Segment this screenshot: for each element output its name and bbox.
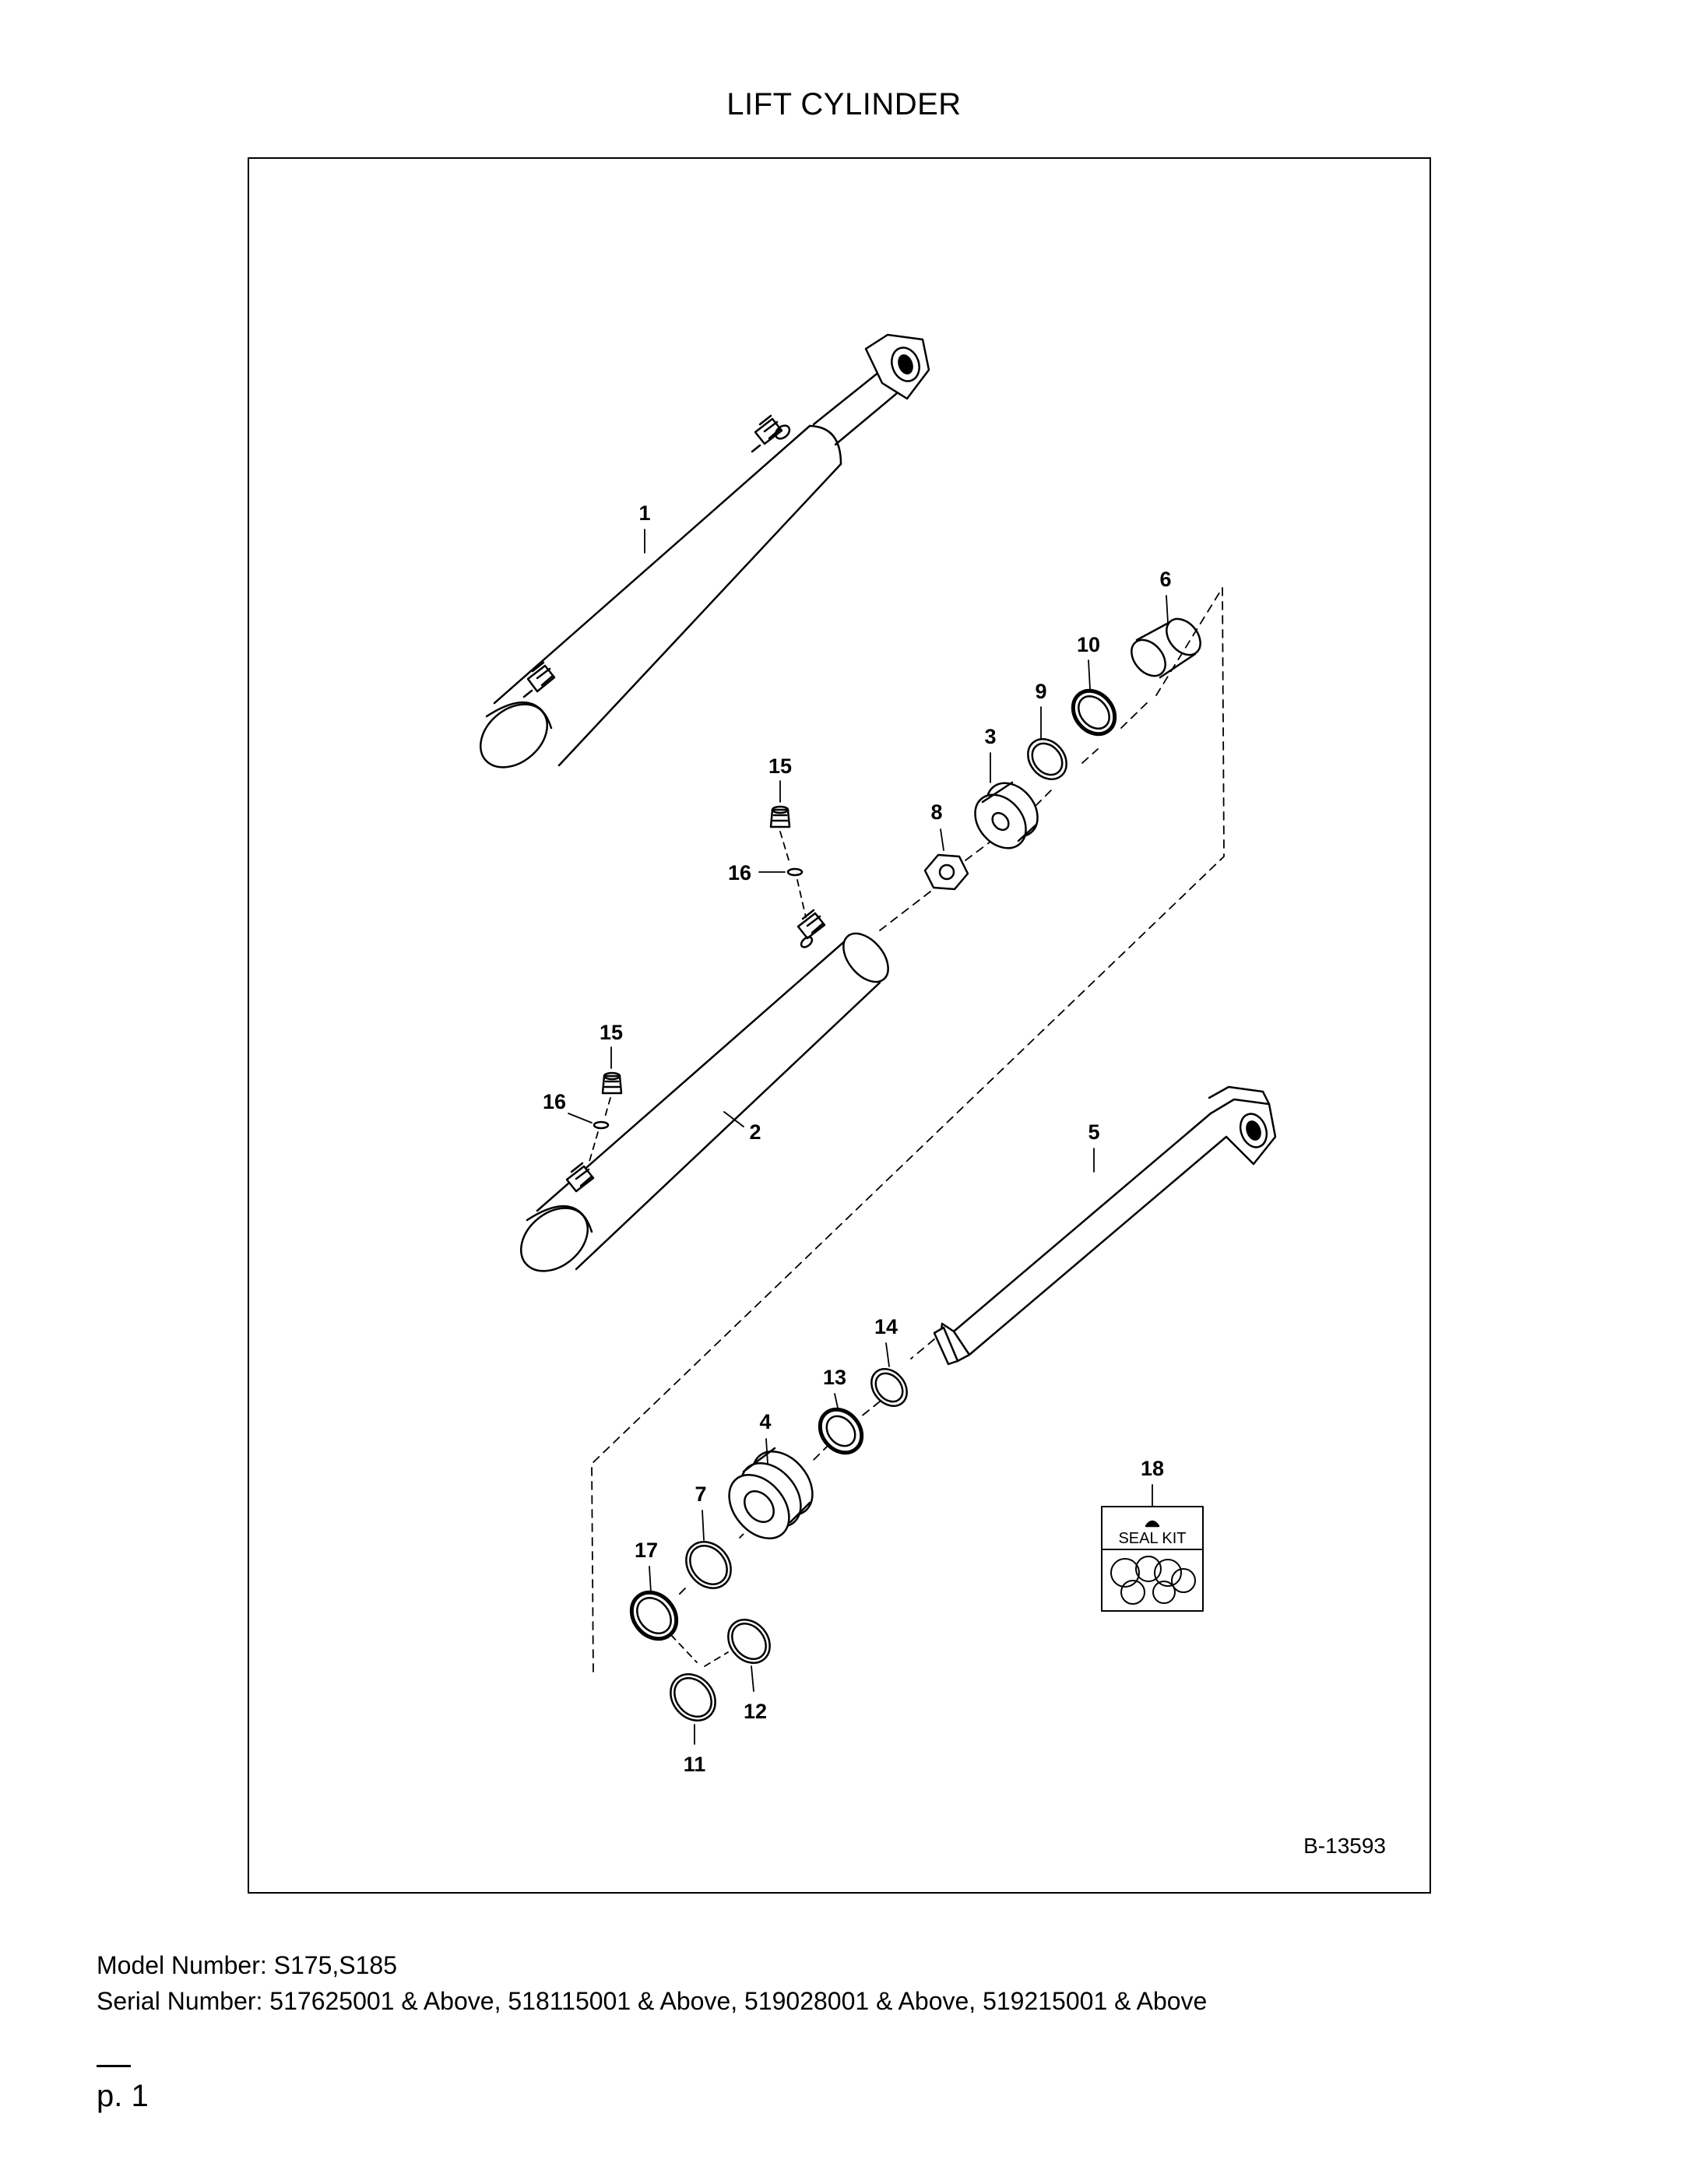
callout-18: 18 bbox=[1141, 1457, 1164, 1480]
part-11-ring bbox=[670, 1673, 716, 1722]
assembly-line-15-16-lower bbox=[588, 1097, 611, 1165]
leader-line-7 bbox=[702, 1510, 705, 1541]
leader-line-6 bbox=[1166, 595, 1169, 624]
leader-line-14 bbox=[885, 1342, 890, 1367]
part-4-gland bbox=[728, 1447, 814, 1540]
seal-kit-label: SEAL KIT bbox=[1118, 1530, 1186, 1547]
callout-12: 12 bbox=[744, 1700, 767, 1723]
part-10-seal bbox=[1071, 688, 1117, 737]
assembly-route-dashed bbox=[591, 587, 1225, 1675]
callout-1: 1 bbox=[638, 501, 650, 525]
part-16-o-ring-lower bbox=[593, 1120, 610, 1130]
diagram-frame bbox=[248, 157, 1431, 1894]
callout-15a: 15 bbox=[768, 754, 792, 778]
leader-line-10 bbox=[1088, 659, 1091, 690]
leader-line-2 bbox=[723, 1111, 744, 1127]
leader-line-17 bbox=[649, 1566, 652, 1593]
part-2-barrel bbox=[519, 909, 889, 1272]
assembly-axis-upper bbox=[879, 698, 1152, 931]
leader-line-13 bbox=[834, 1393, 839, 1409]
assembly-line-15-16-upper bbox=[779, 831, 807, 918]
drawing-code: B-13593 bbox=[1303, 1834, 1386, 1858]
callout-10: 10 bbox=[1077, 633, 1100, 656]
part-6-spacer bbox=[1131, 617, 1201, 679]
part-13-seal bbox=[818, 1407, 864, 1455]
part-9-ring bbox=[1027, 738, 1067, 780]
model-number: Model Number: S175,S185 bbox=[97, 1951, 397, 1979]
leader-line-12 bbox=[751, 1665, 754, 1692]
assembly-axis-lower bbox=[677, 1338, 935, 1597]
leader-line-16b bbox=[568, 1113, 593, 1124]
callout-16a: 16 bbox=[728, 861, 751, 885]
leader-line-4 bbox=[765, 1438, 768, 1465]
callout-15b: 15 bbox=[600, 1021, 623, 1044]
callout-8: 8 bbox=[930, 800, 942, 824]
page-title: LIFT CYLINDER bbox=[726, 87, 962, 121]
part-12-ring bbox=[727, 1619, 771, 1664]
callout-9: 9 bbox=[1035, 680, 1046, 703]
part-3-piston bbox=[974, 781, 1039, 849]
callout-14: 14 bbox=[874, 1315, 898, 1338]
leader-line-8 bbox=[940, 828, 944, 851]
callout-7: 7 bbox=[695, 1482, 706, 1506]
part-18-seal-kit: SEAL KIT bbox=[1101, 1506, 1204, 1612]
part-15-plug-upper bbox=[769, 805, 791, 828]
assembly-axis-11-12 bbox=[670, 1634, 729, 1667]
callout-13: 13 bbox=[823, 1366, 846, 1389]
callout-3: 3 bbox=[984, 725, 996, 748]
part-8-nut bbox=[923, 853, 969, 891]
part-1-cylinder-assembly bbox=[479, 333, 930, 768]
part-15-plug-lower bbox=[601, 1071, 623, 1095]
part-16-o-ring-upper bbox=[786, 867, 804, 877]
callout-17: 17 bbox=[635, 1539, 658, 1562]
callout-5: 5 bbox=[1088, 1120, 1099, 1144]
callout-11: 11 bbox=[684, 1753, 706, 1776]
page-number-rule bbox=[97, 2065, 131, 2067]
callout-2: 2 bbox=[749, 1120, 761, 1144]
part-5-rod bbox=[933, 1085, 1277, 1366]
callout-4: 4 bbox=[759, 1410, 771, 1433]
callout-6: 6 bbox=[1159, 568, 1171, 591]
part-17-seal bbox=[629, 1590, 679, 1641]
part-7-ring bbox=[685, 1541, 732, 1589]
callout-16b: 16 bbox=[543, 1090, 566, 1113]
part-14-ring bbox=[870, 1368, 908, 1407]
serial-number: Serial Number: 517625001 & Above, 518115… bbox=[97, 1987, 1208, 2015]
page-number: p. 1 bbox=[97, 2079, 149, 2113]
